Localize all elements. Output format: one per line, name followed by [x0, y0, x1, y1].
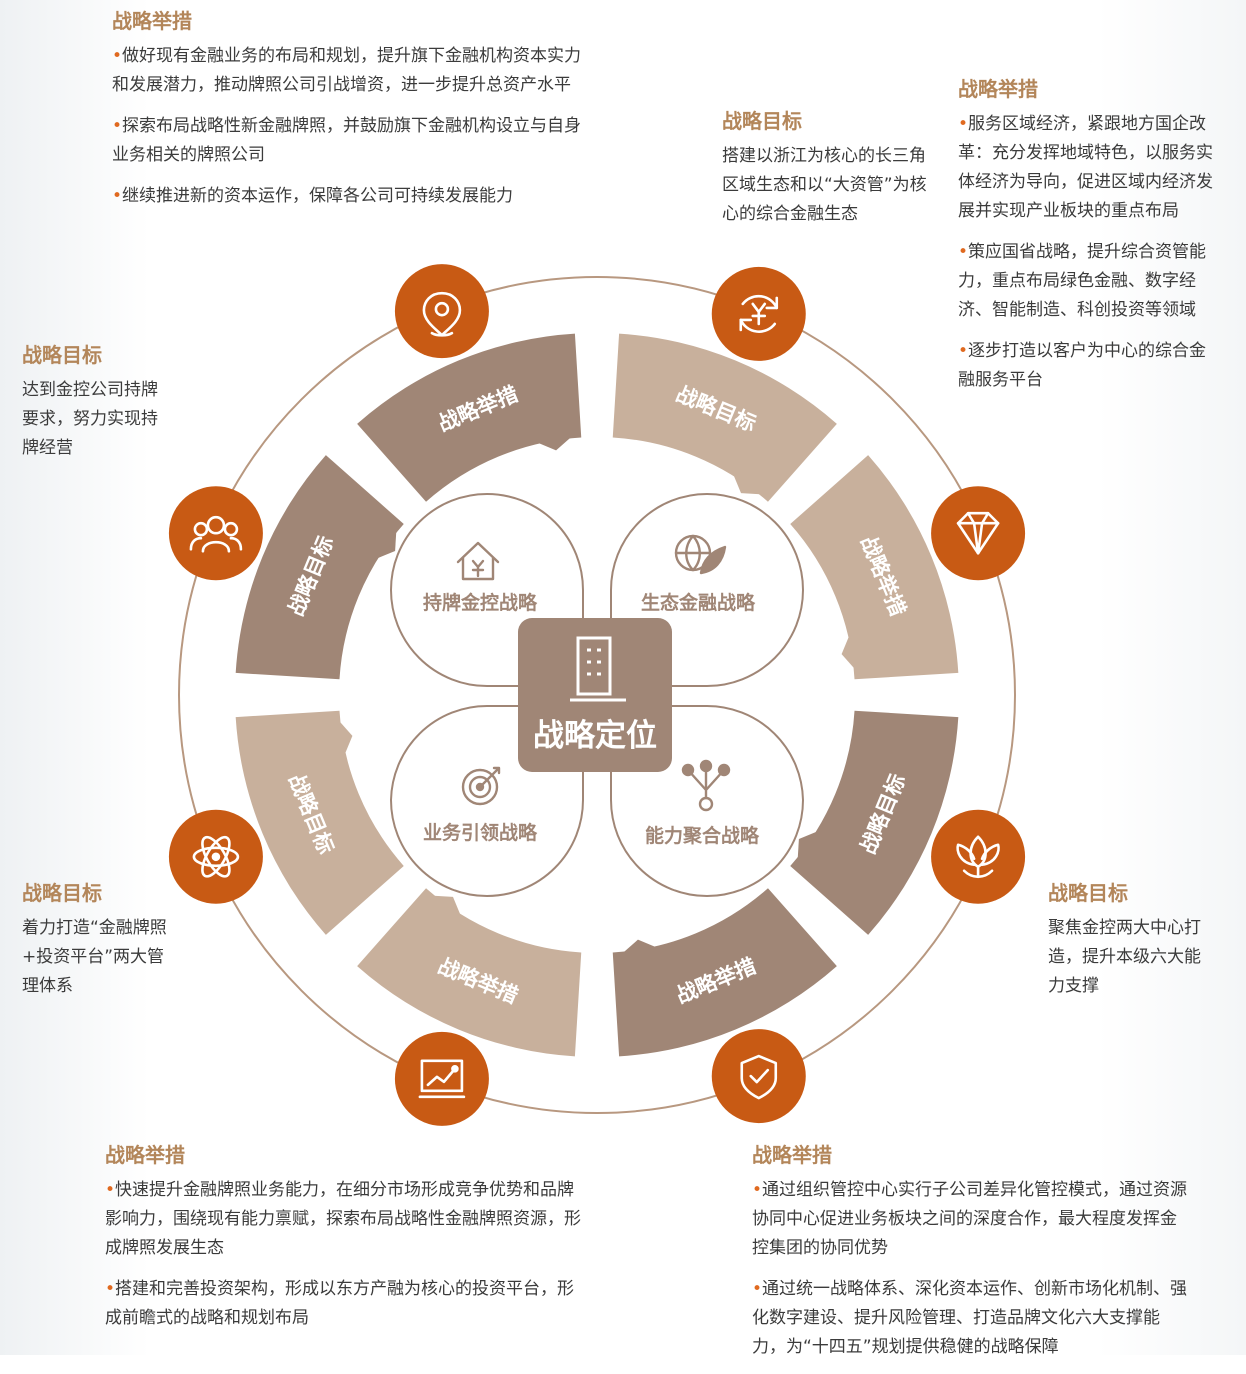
heading: 战略举措: [105, 1143, 185, 1167]
ring-segment-notch: [338, 719, 353, 756]
group-people-icon: [189, 515, 243, 553]
heading: 战略目标: [22, 881, 102, 905]
bullet-item: •做好现有金融业务的布局和规划，提升旗下金融机构资本实力和发展潜力，推动牌照公司…: [112, 46, 582, 95]
bullet-item: •通过统一战略体系、深化资本运作、创新市场化机制、强化数字建设、提升风险管理、打…: [752, 1279, 1188, 1357]
ring-segments: [235, 333, 959, 1057]
text-block-bottom-left: 战略举措 •快速提升金融牌照业务能力，在细分市场形成竞争优势和品牌影响力，围绕现…: [105, 1142, 583, 1345]
text-block-left-lower: 战略目标 着力打造“金融牌照+投资平台”两大管理体系: [22, 880, 168, 1013]
text-block-bottom-right: 战略举措 •通过组织管控中心实行子公司差异化管控模式，通过资源协同中心促进业务板…: [752, 1142, 1192, 1374]
heading: 战略举措: [112, 9, 192, 33]
text-block-left-upper: 战略目标 达到金控公司持牌要求，努力实现持牌经营: [22, 342, 168, 475]
bullet-item: •通过组织管控中心实行子公司差异化管控模式，通过资源协同中心促进业务板块之间的深…: [752, 1180, 1188, 1258]
center-title: 战略定位: [533, 718, 657, 754]
ring-segment: [790, 710, 959, 935]
location-pin-icon: [422, 291, 462, 337]
ring-segment-notch: [621, 939, 658, 954]
bullet-item: •探索布局战略性新金融牌照，并鼓励旗下金融机构设立与自身业务相关的牌照公司: [112, 116, 582, 165]
text-block-right-lower: 战略目标 聚焦金控两大中心打造，提升本级六大能力支撑: [1048, 880, 1208, 1013]
outer-icon-circle: [711, 1029, 806, 1124]
ring-segment-notch: [841, 634, 856, 671]
quadrant-label-bottom-right: 能力聚合战略: [644, 825, 759, 847]
outer-icon-circle: [931, 486, 1026, 581]
bullet-item: •策应国省战略，提升综合资管能力，重点布局绿色金融、数字经济、智能制造、科创投资…: [958, 242, 1207, 320]
network-nodes-icon: [681, 759, 731, 812]
yen-cycle-icon: [739, 294, 779, 333]
ring-segment: [235, 455, 404, 680]
heading: 战略目标: [22, 343, 102, 367]
ring-segment-notch: [375, 529, 397, 560]
body-text: 达到金控公司持牌要求，努力实现持牌经营: [22, 380, 158, 458]
outer-icon-circles: [168, 264, 1026, 1126]
outer-icon-circle: [931, 809, 1026, 904]
text-block-top-right: 战略举措 •服务区域经济，紧跟地方国企改革：充分发挥地域特色，以服务实体经济为导…: [958, 76, 1218, 407]
heading: 战略举措: [958, 77, 1038, 101]
heading: 战略目标: [1048, 881, 1128, 905]
heading: 战略目标: [722, 109, 802, 133]
ring-segment-notch: [797, 830, 819, 861]
ring-segment: [235, 710, 404, 935]
text-block-top-left: 战略举措 •做好现有金融业务的布局和规划，提升旗下金融机构资本实力和发展潜力，推…: [112, 8, 587, 223]
globe-leaf-icon: [674, 534, 727, 575]
ring-segment: [357, 333, 582, 502]
body-text: 聚焦金控两大中心打造，提升本级六大能力支撑: [1048, 918, 1201, 996]
quadrant-label-top-right: 生态金融战略: [640, 592, 755, 614]
target-icon: [461, 766, 501, 806]
ring-segment: [612, 333, 837, 502]
ring-segment-notch: [732, 473, 763, 495]
ring-segment: [612, 888, 837, 1057]
bullet-item: •搭建和完善投资架构，形成以东方产融为核心的投资平台，形成前瞻式的战略和规划布局: [105, 1279, 575, 1328]
building-icon: [570, 636, 626, 702]
ring-segment-notch: [431, 895, 462, 917]
lotus-icon: [956, 835, 1000, 879]
body-text: 搭建以浙江为核心的长三角区域生态和以“大资管”为核心的综合金融生态: [722, 146, 927, 224]
text-block-top-center: 战略目标 搭建以浙江为核心的长三角区域生态和以“大资管”为核心的综合金融生态: [722, 108, 934, 241]
ring-segment: [357, 888, 582, 1057]
bullet-item: •逐步打造以客户为中心的综合金融服务平台: [958, 341, 1207, 390]
diamond-icon: [956, 511, 1000, 555]
atom-icon: [192, 835, 240, 878]
ring-segment: [790, 455, 959, 680]
chart-trend-icon: [418, 1059, 466, 1099]
outer-ring-line: [178, 276, 1016, 1114]
heading: 战略举措: [752, 1143, 832, 1167]
outer-icon-circle: [394, 264, 489, 359]
house-yen-icon: [456, 541, 500, 581]
quadrant-label-bottom-left: 业务引领战略: [422, 822, 537, 844]
ring-segment-notch: [536, 436, 573, 451]
bullet-item: •服务区域经济，紧跟地方国企改革：充分发挥地域特色，以服务实体经济为导向，促进区…: [958, 114, 1213, 221]
shield-check-icon: [740, 1054, 778, 1100]
quadrant-label-top-left: 持牌金控战略: [422, 592, 537, 614]
bullet-item: •快速提升金融牌照业务能力，在细分市场形成竞争优势和品牌影响力，围绕现有能力禀赋…: [105, 1180, 581, 1258]
body-text: 着力打造“金融牌照+投资平台”两大管理体系: [22, 918, 167, 996]
bullet-item: •继续推进新的资本运作，保障各公司可持续发展能力: [112, 186, 514, 206]
